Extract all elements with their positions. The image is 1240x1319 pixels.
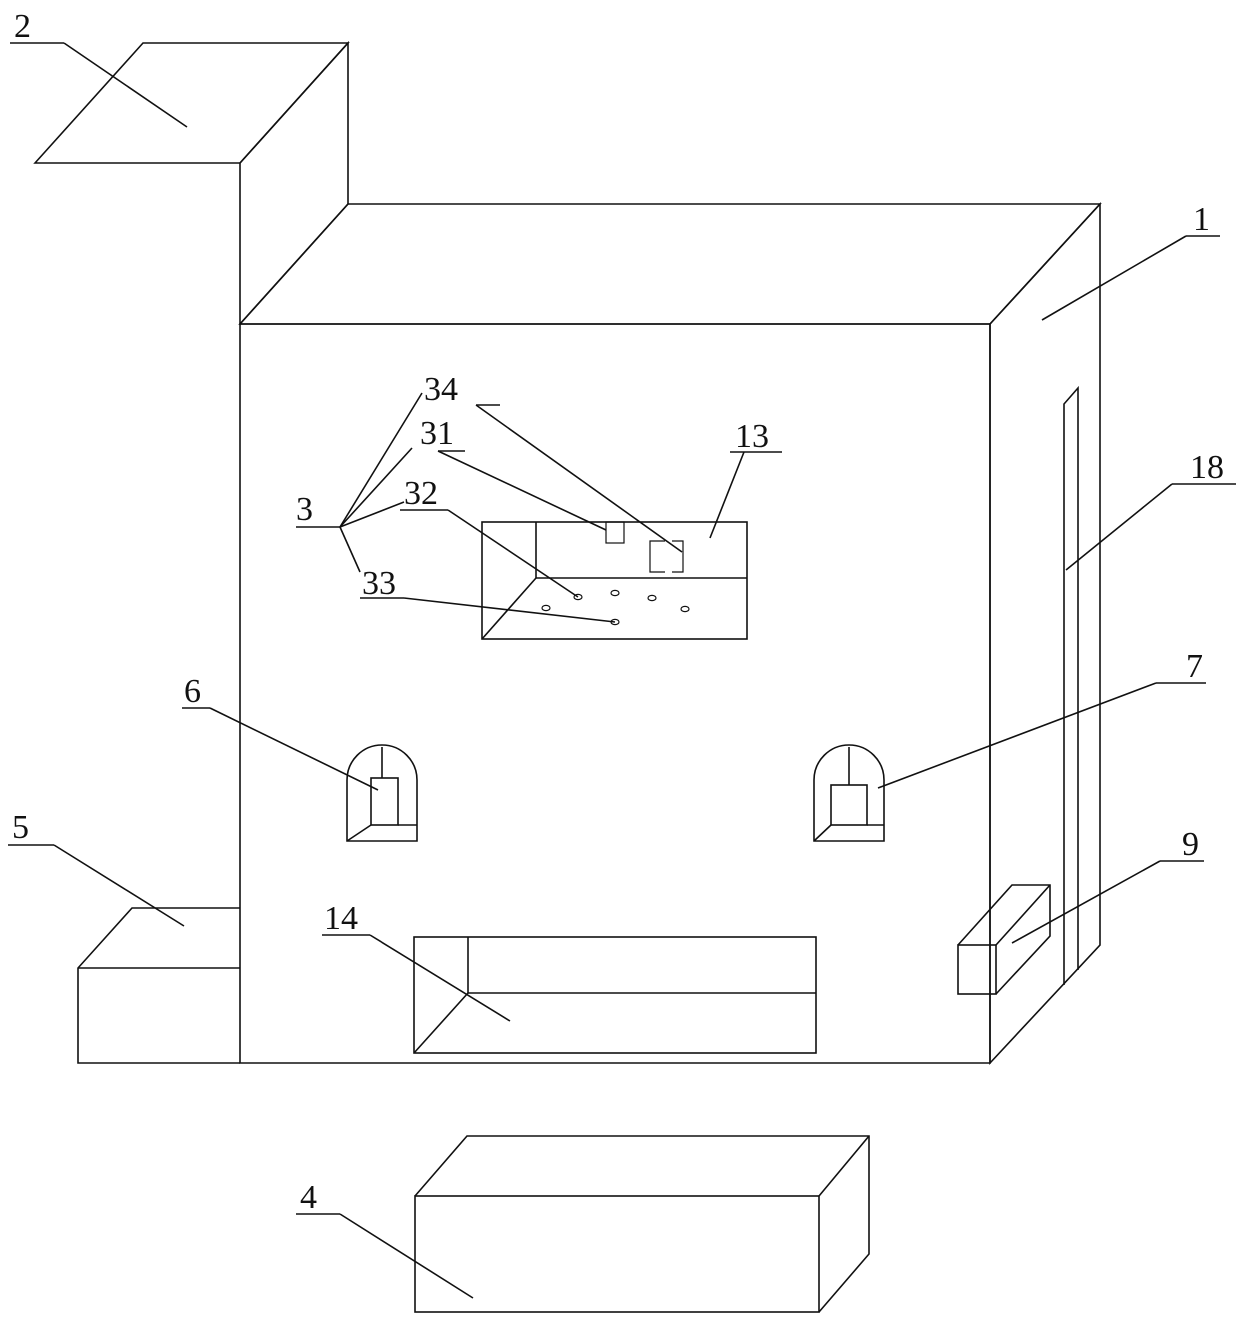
hopper (35, 43, 348, 324)
window-14-frame (414, 937, 816, 1053)
block-9 (958, 885, 1050, 994)
arch-window-6 (347, 745, 417, 841)
label-9: 9 (1182, 826, 1199, 863)
box-4-front (415, 1196, 819, 1312)
leader-3-to-33 (340, 527, 360, 572)
cabinet-top-face (240, 204, 1100, 324)
hole-33-a (542, 605, 550, 610)
component-31 (606, 522, 624, 543)
box-4-top (415, 1136, 869, 1312)
label-7: 7 (1186, 648, 1203, 685)
label-1: 1 (1193, 201, 1210, 238)
window-14 (414, 937, 816, 1053)
hole-32-b (611, 590, 619, 595)
leader-lines (8, 43, 1236, 1298)
hopper-edge (240, 204, 348, 324)
arch-window-7 (814, 745, 884, 841)
label-32: 32 (404, 475, 438, 512)
leader-5 (54, 845, 184, 926)
arch-window-7-block (831, 785, 867, 825)
leader-34 (476, 405, 682, 552)
hole-32-c (648, 595, 656, 600)
cabinet-front-face (240, 324, 990, 1063)
label-13: 13 (735, 418, 769, 455)
rail-18 (1064, 388, 1078, 985)
leader-14 (370, 935, 510, 1021)
leader-3-to-32 (340, 502, 404, 527)
leader-33 (404, 598, 615, 622)
leader-1 (1042, 236, 1186, 320)
collection-box-4 (415, 1136, 869, 1312)
arch-window-7-edge-a (814, 825, 831, 841)
leader-4 (340, 1214, 473, 1298)
side-unit-5 (78, 908, 240, 1063)
label-31: 31 (420, 415, 454, 452)
leader-32 (448, 510, 578, 597)
hopper-top-plate (35, 43, 348, 163)
hopper-outline (240, 43, 348, 324)
window-14-inner-diagonal (414, 993, 468, 1053)
hole-32-d (681, 606, 689, 611)
label-2: 2 (14, 8, 31, 45)
label-18: 18 (1190, 449, 1224, 486)
leader-3-to-31 (340, 448, 412, 527)
leader-2 (64, 43, 187, 127)
leader-31 (438, 451, 606, 530)
label-4: 4 (300, 1179, 317, 1216)
rail-18-outline (1064, 388, 1078, 985)
arch-window-6-edge-a (347, 825, 371, 841)
leader-18 (1066, 484, 1172, 570)
label-5: 5 (12, 809, 29, 846)
leader-7 (878, 683, 1156, 788)
main-cabinet (240, 204, 1100, 1063)
label-33: 33 (362, 565, 396, 602)
label-14: 14 (324, 900, 358, 937)
box-4-edge (819, 1136, 869, 1196)
reference-numerals: 2 1 34 31 13 18 32 3 33 7 6 5 9 14 4 (12, 8, 1224, 1216)
side-unit-5-outline (78, 908, 240, 1063)
leader-13 (710, 452, 744, 538)
label-6: 6 (184, 673, 201, 710)
label-3: 3 (296, 491, 313, 528)
leader-6 (210, 708, 378, 790)
component-34-bracket (650, 541, 683, 572)
label-34: 34 (424, 371, 458, 408)
arch-window-6-block (371, 778, 398, 825)
